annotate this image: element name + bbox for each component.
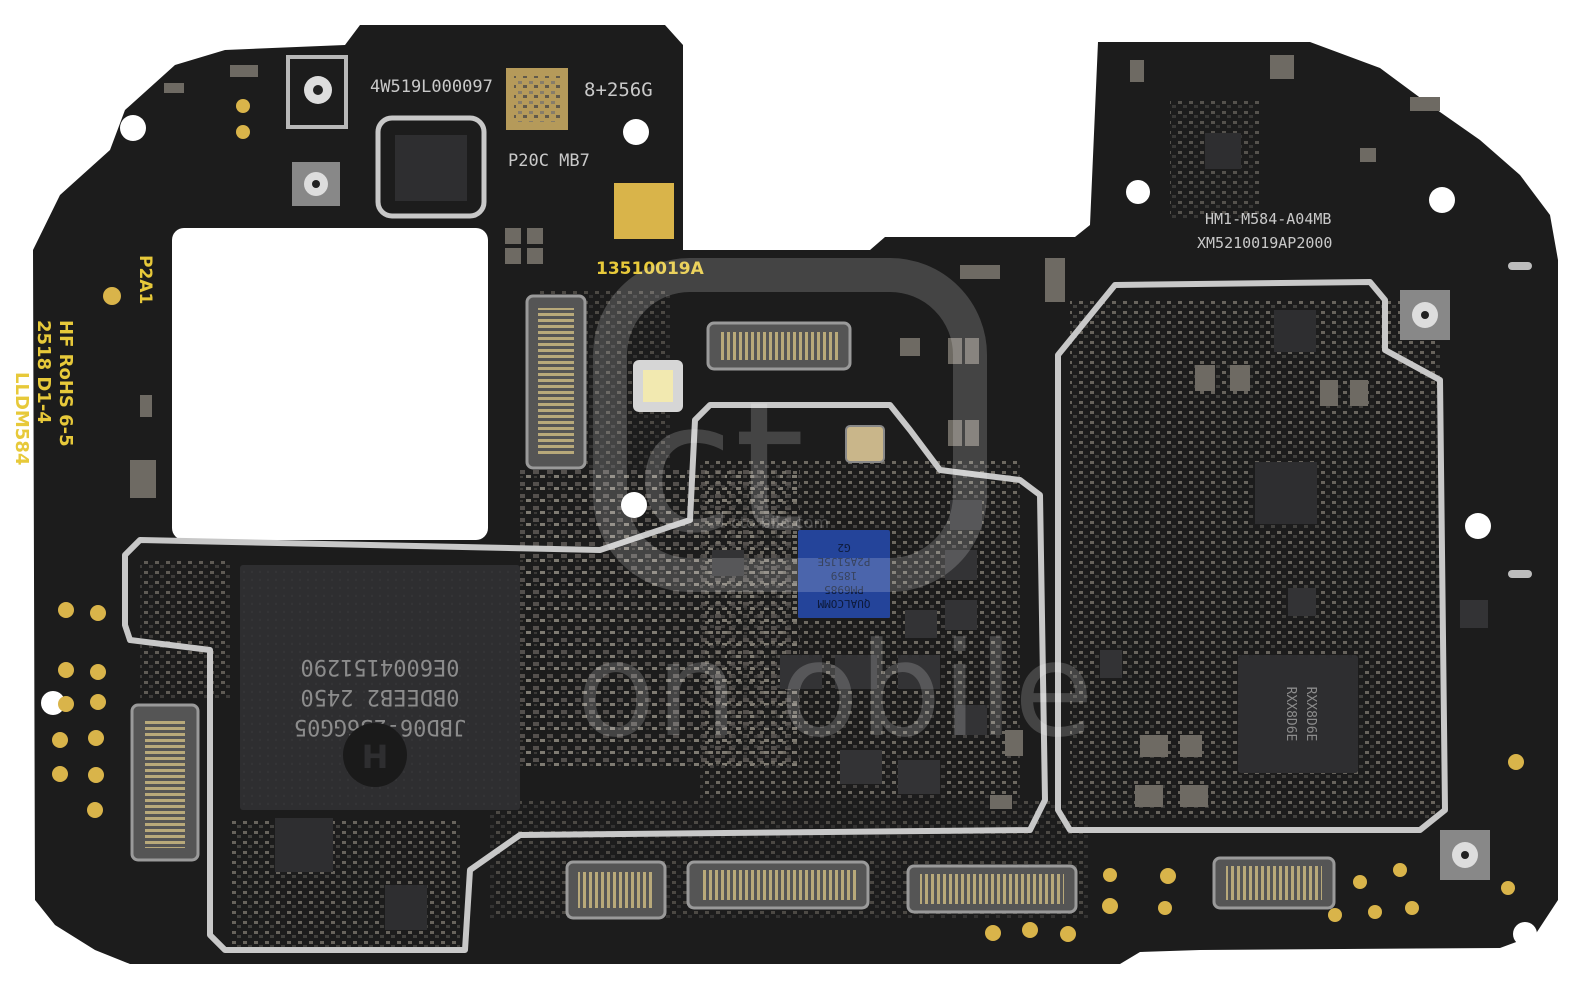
fpc-connector-left — [130, 703, 200, 862]
shield-can-small — [375, 115, 487, 219]
shield-frame-right — [1055, 279, 1448, 833]
crystal-oscillator — [845, 425, 885, 463]
ic — [898, 655, 940, 689]
soc-marking-5: G2 — [837, 541, 850, 554]
silk-serial: XM5210019AP2000 — [1197, 234, 1332, 252]
ic — [1460, 600, 1488, 628]
watermark: ct on obile cto bile.com — [576, 258, 1094, 766]
memory-chip-marking-3: 0E6004151290 — [301, 654, 460, 679]
watermark-text-2: on obile — [576, 614, 1094, 766]
silk-model-code: P20C MB7 — [508, 151, 590, 171]
shield-frame-left — [122, 402, 1048, 953]
ic — [712, 550, 744, 576]
soc-marking-1: QUALCOMM — [817, 597, 870, 610]
antenna-socket — [286, 55, 348, 129]
mounting-hole — [1429, 187, 1455, 213]
ic — [1288, 588, 1316, 616]
ic — [898, 760, 940, 794]
silk-part-id: 4W519L000097 — [370, 77, 493, 97]
ic — [275, 818, 333, 872]
fpc-connector-camera — [525, 294, 587, 470]
silk-batch: 13510019A — [596, 259, 705, 279]
fpc-connector-bottom-1 — [565, 860, 667, 920]
ic — [1274, 310, 1316, 352]
antenna-socket — [1440, 830, 1490, 880]
rf-chip-marking-1: RXX8D6E — [1303, 687, 1318, 742]
silk-cert-3: LLDM584 — [11, 372, 32, 465]
ic — [950, 500, 982, 530]
ic — [955, 705, 987, 735]
soc-marking-2: PM6985 — [824, 583, 864, 596]
silk-cert-2: 2518 D1-4 — [33, 320, 54, 424]
ic — [945, 550, 977, 580]
fpc-connector-bottom-3 — [906, 864, 1078, 914]
silk-rev: P2A1 — [135, 255, 155, 304]
silk-memory: 8+256G — [584, 79, 653, 101]
antenna-socket — [292, 162, 340, 206]
ic — [395, 135, 467, 201]
rf-chip — [1238, 655, 1358, 773]
ifixit-logo — [593, 258, 987, 592]
ic — [1100, 650, 1122, 678]
watermark-text-1: ct — [635, 364, 805, 573]
memory-chip-marking-2: 0BDEEB2 2450 — [301, 684, 460, 709]
mounting-hole — [623, 119, 649, 145]
camera-cutout — [172, 228, 488, 540]
rf-chip-marking-2: RXX8D6E — [1283, 687, 1298, 742]
silk-board-name: HM1-M584-A04MB — [1205, 210, 1331, 228]
ic — [945, 600, 977, 630]
ic — [840, 750, 882, 784]
mounting-hole — [41, 691, 65, 715]
antenna-socket — [1400, 290, 1450, 340]
passive-components — [130, 55, 1532, 809]
silk-cert-1: HF RoHS 6-5 — [55, 320, 76, 447]
manufacturer-logo — [343, 723, 407, 787]
fpc-connector-bottom-4 — [1212, 856, 1336, 910]
ic — [1255, 462, 1317, 524]
ic — [780, 655, 822, 689]
mounting-hole — [621, 492, 647, 518]
ic — [385, 885, 427, 930]
gold-pad — [614, 183, 674, 239]
svg-text:H: H — [362, 738, 389, 776]
watermark-small: cto bile.com — [731, 513, 829, 532]
soc-marking-3: 1859 — [831, 569, 858, 582]
qualcomm-chip — [798, 530, 890, 618]
mounting-hole — [1126, 180, 1150, 204]
mounting-hole — [120, 115, 146, 141]
ic — [835, 655, 877, 689]
ic — [1205, 133, 1241, 169]
mounting-hole — [1513, 922, 1537, 946]
test-pads — [52, 99, 1524, 942]
fpc-connector-top — [706, 321, 852, 371]
soc-marking-4: P2A51J5E — [818, 555, 871, 568]
fpc-connector-bottom-2 — [686, 860, 870, 910]
ic — [905, 610, 937, 638]
mounting-hole — [1465, 513, 1491, 539]
